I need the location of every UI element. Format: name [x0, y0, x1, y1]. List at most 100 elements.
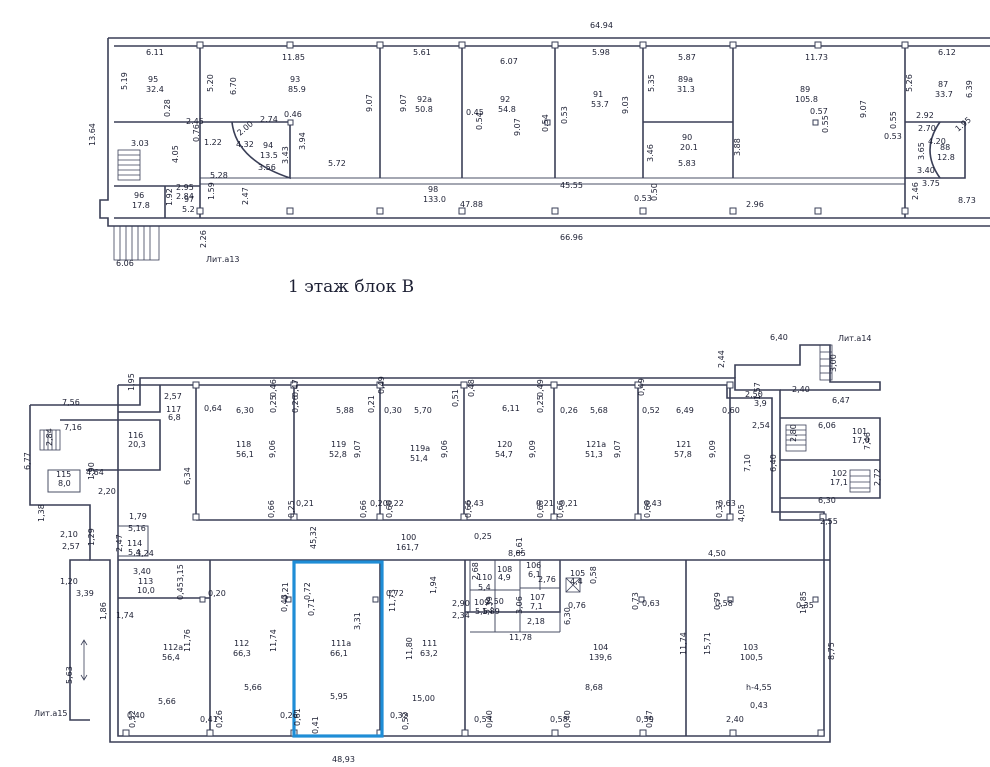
dim: 0.53: [634, 194, 652, 203]
dim: 2,68: [471, 562, 480, 580]
literal-label: Лит.а14: [838, 334, 872, 343]
dim: 0,41: [200, 715, 218, 724]
dim: 2.84: [176, 192, 194, 201]
dim: 0,32: [390, 711, 408, 720]
dim: 0,25: [474, 532, 492, 541]
dim: 2.92: [916, 111, 934, 120]
dim: 6,30: [818, 496, 836, 505]
dim: 0,72: [386, 589, 404, 598]
dim: 0,21: [367, 395, 376, 413]
room-number: 106: [526, 561, 541, 570]
dim: 1,95: [127, 373, 136, 391]
dim: 2.26: [199, 230, 208, 248]
room-115: [47, 469, 81, 493]
dim: 7,10: [743, 454, 752, 472]
dim: 7,56: [62, 398, 80, 407]
room-88-wall: [905, 121, 966, 179]
dim: 1,79: [129, 512, 147, 521]
dim: 0,63: [718, 499, 736, 508]
dim: 1,20: [60, 577, 78, 586]
dim: 0,76: [568, 601, 586, 610]
room-number: 100: [401, 533, 416, 542]
dim: 6.12: [938, 48, 956, 57]
dim: 6,40: [769, 454, 778, 472]
room-number: 90: [682, 133, 692, 142]
dim: 15,71: [703, 632, 712, 655]
room-number: 121: [676, 440, 691, 449]
dim: 5,66: [158, 697, 176, 706]
room-number: 108: [497, 565, 512, 574]
dim: 9.03: [621, 96, 630, 114]
dim-total-width: 64.94: [590, 21, 613, 30]
dim: 5,63: [65, 666, 74, 684]
literal-label: Лит.а13: [206, 255, 240, 264]
dim: 45,32: [309, 526, 318, 549]
dim: 47.88: [460, 200, 483, 209]
room-area: 13.5: [260, 151, 278, 160]
dim: 2,90: [452, 599, 470, 608]
dim: 3.56: [258, 163, 276, 172]
dim: 9.07: [365, 94, 374, 112]
dim: 1,89: [482, 607, 500, 616]
room-area: 17,0: [852, 436, 870, 445]
room-number: 110: [477, 573, 492, 582]
dim: 0,48: [467, 379, 476, 397]
dim: 6.06: [116, 259, 134, 268]
dim: 2.46: [911, 182, 920, 200]
room-area: 56,1: [236, 450, 254, 459]
room-area: 5.2: [182, 205, 195, 214]
dim: 2,34: [452, 611, 470, 620]
dim: 5,68: [590, 406, 608, 415]
upper-outer-wall: [99, 38, 990, 227]
dim: 0,59: [636, 715, 654, 724]
dim: 2,40: [726, 715, 744, 724]
room-area: 85.9: [288, 85, 306, 94]
room-number: 89а: [678, 75, 693, 84]
dim: 5.87: [678, 53, 696, 62]
room-number: 111а: [331, 639, 351, 648]
room-area: 8,0: [58, 479, 71, 488]
room-area: 100,5: [740, 653, 763, 662]
dim: 4.05: [171, 145, 180, 163]
room-area: 6,8: [168, 413, 181, 422]
dim: 0,45: [176, 582, 185, 600]
room-area: 17,1: [830, 478, 848, 487]
room-area: 51,4: [410, 454, 428, 463]
room-114: [117, 525, 149, 557]
literal-label: Лит.а15: [34, 709, 68, 718]
dim: 0,51: [451, 389, 460, 407]
room-area: 31.3: [677, 85, 695, 94]
dim: 0,49: [377, 376, 386, 394]
room-number: 109: [474, 598, 489, 607]
room-area: 51,3: [585, 450, 603, 459]
dim: 3,9: [754, 399, 767, 408]
dim: 0,66: [464, 500, 473, 518]
dim: 0,61: [293, 708, 302, 726]
room-number: 111: [422, 639, 437, 648]
room-number: 113: [138, 577, 153, 586]
dim: 2,55: [820, 517, 838, 526]
room-area: 4,4: [570, 577, 583, 586]
room-area: 5,5: [475, 607, 488, 616]
dim: 0,21: [560, 499, 578, 508]
highlighted-room-111a: [292, 560, 384, 738]
room-area: 54,7: [495, 450, 513, 459]
dim: 3.46: [646, 144, 655, 162]
dim: 1.22: [204, 138, 222, 147]
dim: 13.64: [88, 123, 97, 146]
lower-outer-wall: [29, 377, 831, 743]
dim: 5.26: [905, 74, 914, 92]
room-area: 32.4: [146, 85, 164, 94]
dim: 3.40: [917, 166, 935, 175]
dim: 2,39: [485, 596, 494, 614]
dim-bottom-width: 48,93: [332, 755, 355, 764]
dim: 1,61: [515, 537, 524, 555]
dim: 7,46: [863, 432, 872, 450]
dim: 3,31: [353, 612, 362, 630]
dim: 2,10: [60, 530, 78, 539]
dim: 0,49: [536, 379, 545, 397]
plan-title: 1 этаж блок В: [288, 277, 414, 297]
dim: 9,07: [353, 440, 362, 458]
dim: 14,85: [799, 591, 808, 614]
dim: 11.73: [805, 53, 828, 62]
